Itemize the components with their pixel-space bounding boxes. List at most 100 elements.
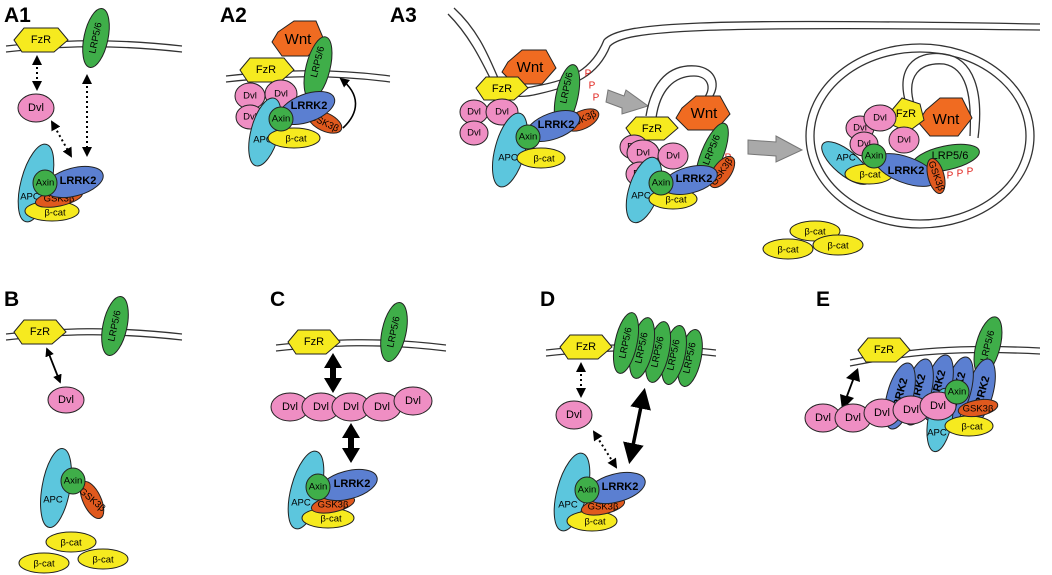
panel-c: C FzR LRP5/6 Dvl Dvl Dvl Dvl Dvl APC β-c… xyxy=(270,288,447,530)
fzr-dvl-arrow xyxy=(45,347,62,384)
apc-label: APC xyxy=(253,135,273,146)
panel-e: E FzR LRP5/6 LRRK2 LRRK2 LRRK2 LRRK2 LRR… xyxy=(804,288,1041,453)
dvl-label: Dvl xyxy=(313,401,329,413)
axin-label: Axin xyxy=(272,114,290,125)
phospho-label: P xyxy=(593,93,600,104)
axin-label: Axin xyxy=(36,178,54,189)
panel-d: D FzR LRP5/6 LRP5/6 LRP5/6 LRP5/6 LRP5/6… xyxy=(540,288,717,532)
dvl-label: Dvl xyxy=(28,102,44,114)
endosome-membrane-loop-inner xyxy=(911,63,972,137)
bcat-protein xyxy=(516,147,566,169)
fzr-receptor xyxy=(13,319,67,345)
apc-label: APC xyxy=(291,498,311,509)
bcat-label: β-cat xyxy=(665,195,687,206)
lrp-receptor xyxy=(612,312,640,374)
endosome-inner xyxy=(813,51,1027,221)
bcat-label: β-cat xyxy=(44,208,66,219)
bcat-label: β-cat xyxy=(859,170,881,181)
wnt-label: Wnt xyxy=(933,111,961,128)
panel-label-d: D xyxy=(540,288,555,311)
dvl-label: Dvl xyxy=(815,412,831,424)
bcat-label: β-cat xyxy=(92,555,114,566)
fzr-receptor xyxy=(559,334,613,360)
lrrk2-label: LRRK2 xyxy=(538,119,575,131)
fzr-label: FzR xyxy=(874,344,894,356)
dvl-label: Dvl xyxy=(274,89,288,100)
fzr-label: FzR xyxy=(642,123,662,135)
membrane-invagination-inner xyxy=(447,13,1041,98)
fzr-label: FzR xyxy=(304,336,324,348)
dvl-complex-dotted-arrow xyxy=(592,430,618,469)
membrane-pit-inner xyxy=(655,75,709,119)
dvl-label: Dvl xyxy=(930,400,946,412)
dvl-protein xyxy=(555,400,593,430)
axin-label: Axin xyxy=(865,151,883,162)
dvl-label: Dvl xyxy=(467,128,481,139)
panel-b: B FzR LRP5/6 Dvl APC GSK3β Axin β-cat β-… xyxy=(4,288,183,574)
lrrk2-label: LRRK2 xyxy=(602,481,639,493)
wnt-ligand xyxy=(675,95,731,131)
dvl-label: Dvl xyxy=(343,401,359,413)
bcat-protein xyxy=(18,552,70,574)
axin-label: Axin xyxy=(578,485,596,496)
wnt-label: Wnt xyxy=(517,59,545,76)
lrrk2-label: LRRK2 xyxy=(888,165,925,177)
axin-label: Axin xyxy=(64,476,82,487)
fzr-receptor xyxy=(239,57,295,83)
lrp-lrrk2-arrow xyxy=(623,387,651,465)
thick-double-arrow xyxy=(324,353,342,393)
dvl-label: Dvl xyxy=(467,107,481,118)
axin-label: Axin xyxy=(309,482,327,493)
panel-label-a1: A1 xyxy=(4,4,31,27)
fzr-label: FzR xyxy=(256,64,276,76)
phospho-label: P xyxy=(957,169,964,180)
apc-label: APC xyxy=(836,153,856,164)
lrp-receptor xyxy=(101,296,129,356)
apc-label: APC xyxy=(498,153,518,164)
dvl-label: Dvl xyxy=(495,107,509,118)
thick-double-arrow xyxy=(840,368,860,410)
dvl-label: Dvl xyxy=(853,123,867,134)
axin-label: Axin xyxy=(519,132,537,143)
phospho-label: P xyxy=(585,69,592,80)
bcat-protein xyxy=(762,238,814,260)
gsk-label: GSK3β xyxy=(963,404,994,415)
panel-a2: A2 Wnt LRP5/6 FzR Dvl Dvl Dvl APC β-cat … xyxy=(220,4,391,167)
phospho-label: P xyxy=(589,81,596,92)
fzr-label: FzR xyxy=(576,341,596,353)
fzr-receptor xyxy=(287,329,341,355)
lrrk2-label: LRRK2 xyxy=(676,173,713,185)
panel-a3: A3 Wnt LRP5/6 P P P FzR Dvl Dvl Dvl APC … xyxy=(390,4,1041,260)
dvl-label: Dvl xyxy=(666,151,680,162)
axin-protein xyxy=(305,473,331,501)
endosome-outer xyxy=(805,43,1035,229)
wnt-ligand xyxy=(501,49,557,85)
dvl-label: Dvl xyxy=(897,135,911,146)
phospho-label: P xyxy=(947,171,954,182)
gsk-label: GSK3β xyxy=(588,502,619,513)
fzr-receptor xyxy=(475,76,529,101)
progression-arrow xyxy=(747,135,804,163)
thick-double-arrow xyxy=(342,423,360,463)
dvl-protein xyxy=(393,386,433,416)
dvl-protein xyxy=(17,93,55,123)
dvl-protein xyxy=(863,104,897,132)
endosome-membrane-loop-outer xyxy=(902,52,981,139)
dvl-label: Dvl xyxy=(566,409,582,421)
bcat-label: β-cat xyxy=(584,517,606,528)
apc-label: APC xyxy=(43,495,63,506)
bcat-label: β-cat xyxy=(533,154,555,165)
fzr-label: FzR xyxy=(896,108,916,120)
bcat-label: β-cat xyxy=(961,422,983,433)
wnt-label: Wnt xyxy=(285,31,313,48)
fzr-receptor xyxy=(13,27,69,53)
bcat-label: β-cat xyxy=(33,559,55,570)
axin-protein xyxy=(944,379,970,405)
curved-arrow xyxy=(339,77,357,129)
fzr-label: FzR xyxy=(31,34,51,46)
dvl-label: Dvl xyxy=(58,394,74,406)
panel-label-e: E xyxy=(816,288,830,311)
axin-protein xyxy=(861,143,887,169)
bcat-protein xyxy=(812,234,864,256)
